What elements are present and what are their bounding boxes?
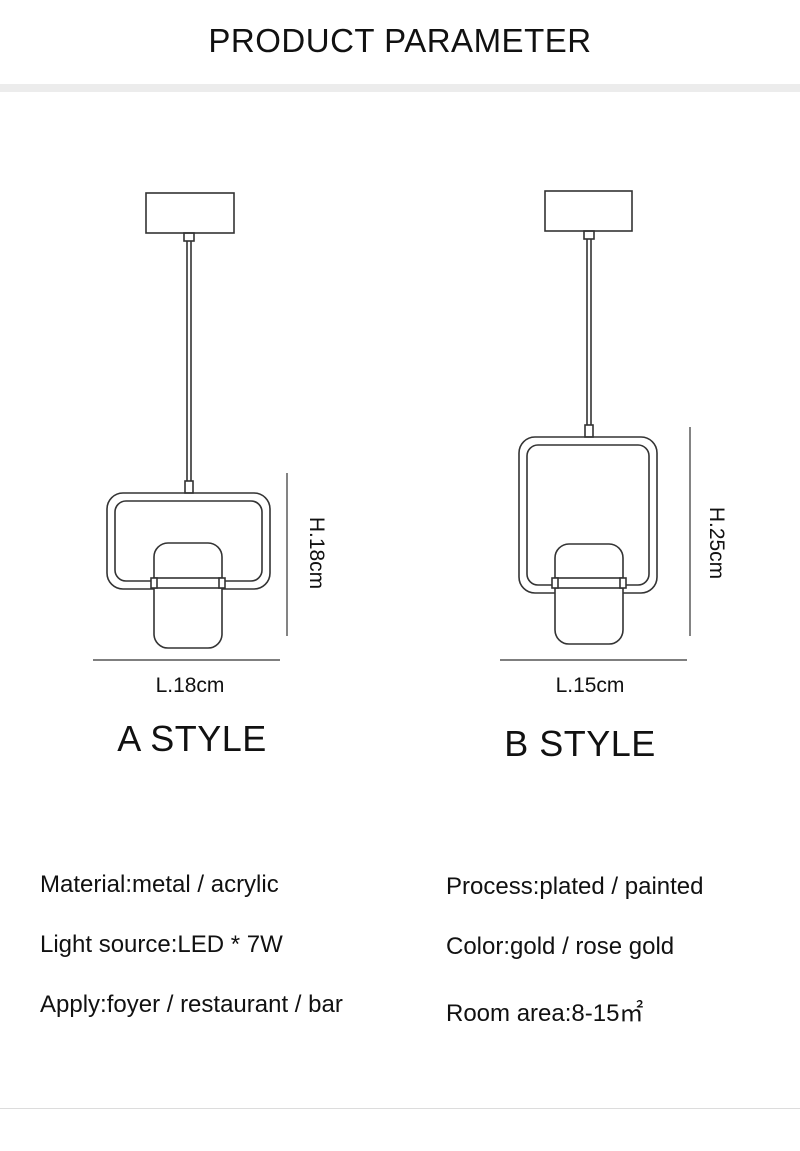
spec-apply: Apply:foyer / restaurant / bar <box>40 991 343 1018</box>
spec-room-area: Room area:8-15㎡ <box>446 1000 644 1027</box>
lamp-b-shade-band <box>554 577 624 589</box>
header: PRODUCT PARAMETER <box>0 0 800 84</box>
lamp-a-pivot-right <box>218 577 226 589</box>
lamp-a-height-label: H.18cm <box>305 516 328 590</box>
lamp-b-height-label: H.25cm <box>705 506 728 580</box>
lamp-b-length-label: L.15cm <box>555 674 625 697</box>
lamp-b-canopy-joint <box>583 230 595 240</box>
lamp-a-drawing <box>106 192 271 649</box>
lamp-b-pivot-left <box>551 577 559 589</box>
spec-light-source: Light source:LED * 7W <box>40 931 283 958</box>
lamp-b-pivot-right <box>619 577 627 589</box>
lamp-a-canopy-joint <box>183 232 195 242</box>
footer-divider <box>0 1108 800 1109</box>
lamp-a-shade <box>153 542 223 649</box>
style-a-title: A STYLE <box>117 718 267 759</box>
lamp-a-pivot-left <box>150 577 158 589</box>
lamp-a-dimensions <box>93 473 288 661</box>
header-divider <box>0 84 800 92</box>
lamp-a-shade-band <box>153 577 223 589</box>
spec-material: Material:metal / acrylic <box>40 871 279 898</box>
style-b-title: B STYLE <box>504 723 656 764</box>
lamp-b-drawing <box>518 190 658 645</box>
spec-process: Process:plated / painted <box>446 873 704 900</box>
lamp-b-dimensions <box>500 427 691 661</box>
lamp-a-length-label: L.18cm <box>155 674 225 697</box>
lamp-a-cord-clamp <box>184 480 194 494</box>
lamp-b-canopy <box>544 190 633 232</box>
lamp-b-cord-clamp <box>584 424 594 438</box>
spec-color: Color:gold / rose gold <box>446 933 675 960</box>
lamp-a-canopy <box>145 192 235 234</box>
page-title: PRODUCT PARAMETER <box>208 22 592 59</box>
lamp-b-shade <box>554 543 624 645</box>
